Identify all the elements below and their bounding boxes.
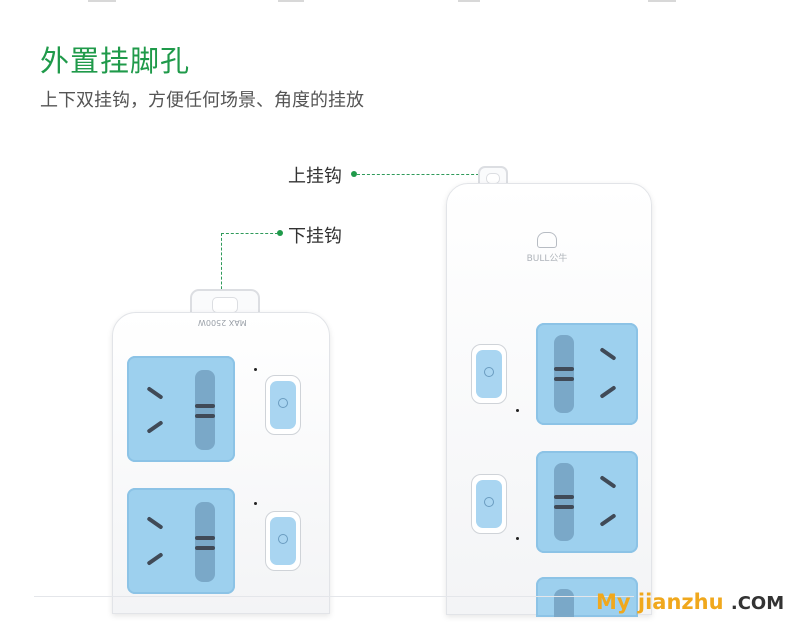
power-icon xyxy=(278,398,288,408)
rating-text: MAX 2500W xyxy=(198,318,247,327)
page-subtitle: 上下双挂钩，方便任何场景、角度的挂放 xyxy=(40,90,364,111)
watermark-brand: My jianzhu xyxy=(596,590,724,614)
indicator-led xyxy=(516,409,519,412)
switch-right-2[interactable] xyxy=(471,474,507,534)
switch-left-1[interactable] xyxy=(265,375,301,435)
lower-hook-leader-vertical xyxy=(221,233,222,299)
socket-left-1 xyxy=(127,356,235,462)
top-edge-mark xyxy=(458,0,480,2)
switch-left-2[interactable] xyxy=(265,511,301,571)
brand-logo: BULL公牛 xyxy=(522,232,572,264)
lower-hook-leader xyxy=(221,233,278,234)
upper-hook-leader xyxy=(357,174,489,175)
bull-logo-icon xyxy=(537,232,557,248)
upper-hook-label: 上挂钩 xyxy=(288,166,342,187)
power-icon xyxy=(484,367,494,377)
page-title: 外置挂脚孔 xyxy=(40,44,191,78)
power-icon xyxy=(278,534,288,544)
indicator-led xyxy=(254,502,257,505)
socket-right-1 xyxy=(536,323,638,425)
switch-right-1[interactable] xyxy=(471,344,507,404)
watermark: My jianzhu .COM xyxy=(596,590,784,614)
socket-right-2 xyxy=(536,451,638,553)
upper-hook-dot xyxy=(351,171,357,177)
top-edge-mark xyxy=(88,0,116,2)
watermark-suffix: .COM xyxy=(730,593,785,614)
indicator-led xyxy=(254,368,257,371)
top-edge-mark xyxy=(278,0,304,2)
socket-right-3 xyxy=(536,577,638,617)
lower-hook-dot xyxy=(277,230,283,236)
socket-left-2 xyxy=(127,488,235,594)
top-edge-mark xyxy=(648,0,676,2)
floor-line xyxy=(34,596,634,597)
power-icon xyxy=(484,497,494,507)
indicator-led xyxy=(516,537,519,540)
lower-hook-label: 下挂钩 xyxy=(288,226,342,247)
brand-text: BULL公牛 xyxy=(526,254,568,264)
